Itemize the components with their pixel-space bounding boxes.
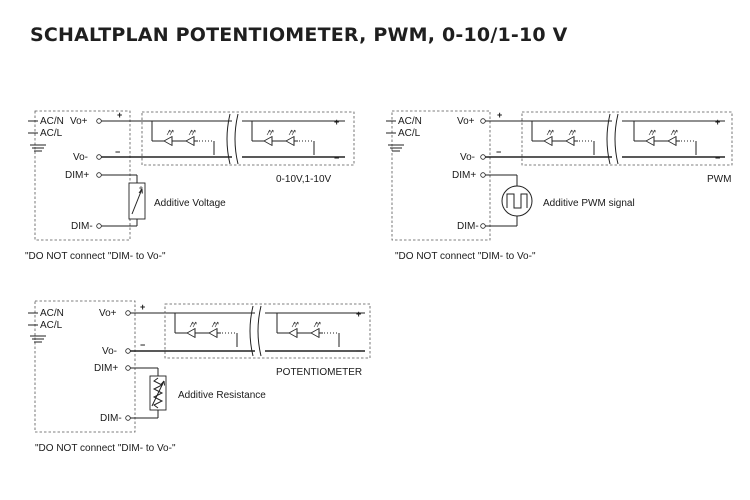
strip-minus-sign: − <box>356 346 361 356</box>
led-group-left <box>175 313 237 347</box>
circuit-voltage: AC/N AC/L Vo+ Vo- DIM+ DIM- + − + − 0-10… <box>25 110 355 262</box>
mode-label: 0-10V,1-10V <box>276 174 332 185</box>
strip-plus-sign: + <box>334 117 339 127</box>
strip-minus-sign: − <box>715 153 720 163</box>
circuit-potentiometer: AC/N AC/L Vo+ Vo- DIM+ DIM- + − + − POTE… <box>28 300 371 454</box>
break-mark <box>249 305 262 357</box>
pin-acl-label: AC/L <box>40 320 63 331</box>
pin-vo-plus-label: Vo+ <box>70 116 88 127</box>
led-strip-box <box>164 303 371 359</box>
led-strip-box <box>141 111 355 166</box>
led-group-left <box>532 121 594 155</box>
pin-acn-label: AC/N <box>40 308 64 319</box>
pin-acn-label: AC/N <box>398 116 422 127</box>
mode-label: PWM <box>707 174 731 185</box>
pin-acn-label: AC/N <box>40 116 64 127</box>
break-mark <box>226 113 239 165</box>
component-label: Additive PWM signal <box>543 198 635 209</box>
pin-vo-minus-label: Vo- <box>102 346 117 357</box>
pin-dim-plus-label: DIM+ <box>94 363 118 374</box>
output-minus-sign: − <box>115 147 120 157</box>
strip-plus-sign: + <box>715 117 720 127</box>
mode-label: POTENTIOMETER <box>276 367 362 378</box>
pin-vo-plus-label: Vo+ <box>99 308 117 319</box>
break-mark <box>606 113 619 165</box>
output-plus-sign: + <box>117 110 122 120</box>
pin-dim-plus-label: DIM+ <box>65 170 89 181</box>
output-plus-sign: + <box>140 302 145 312</box>
led-strip-box <box>521 111 733 166</box>
strip-minus-sign: − <box>334 153 339 163</box>
pin-vo-minus-label: Vo- <box>73 152 88 163</box>
output-minus-sign: − <box>140 340 145 350</box>
warning-note: "DO NOT connect "DIM- to Vo-" <box>395 251 536 262</box>
pin-dim-minus-label: DIM- <box>457 221 479 232</box>
pin-vo-plus-label: Vo+ <box>457 116 475 127</box>
led-group-right <box>277 313 339 347</box>
strip-plus-sign: + <box>356 309 361 319</box>
warning-note: "DO NOT connect "DIM- to Vo-" <box>25 251 166 262</box>
led-group-right <box>634 121 696 155</box>
pin-dim-plus-label: DIM+ <box>452 170 476 181</box>
driver-box <box>34 300 136 433</box>
component-label: Additive Resistance <box>178 390 266 401</box>
pin-vo-minus-label: Vo- <box>460 152 475 163</box>
output-minus-sign: − <box>496 147 501 157</box>
pin-dim-minus-label: DIM- <box>100 413 122 424</box>
pin-acl-label: AC/L <box>40 128 63 139</box>
led-group-left <box>152 121 214 155</box>
output-plus-sign: + <box>497 110 502 120</box>
circuit-pwm: AC/N AC/L Vo+ Vo- DIM+ DIM- + − + − PWM … <box>386 110 733 262</box>
page-title: SCHALTPLAN POTENTIOMETER, PWM, 0-10/1-10… <box>30 24 568 46</box>
component-label: Additive Voltage <box>154 198 226 209</box>
warning-note: "DO NOT connect "DIM- to Vo-" <box>35 443 176 454</box>
pin-dim-minus-label: DIM- <box>71 221 93 232</box>
pin-acl-label: AC/L <box>398 128 421 139</box>
led-group-right <box>252 121 314 155</box>
